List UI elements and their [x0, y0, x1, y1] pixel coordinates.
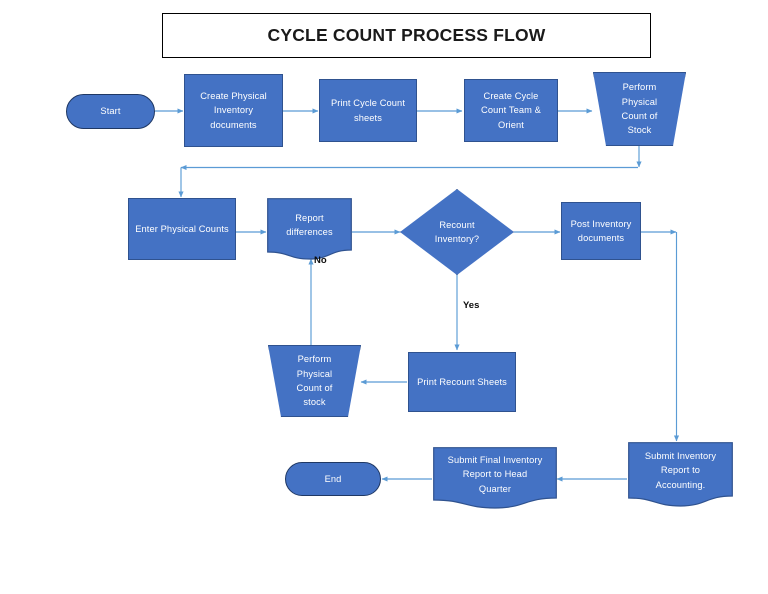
node-print-cycle-count-sheets[interactable]: Print Cycle Count sheets	[319, 79, 417, 142]
node-label: Enter Physical Counts	[135, 223, 229, 234]
node-enter-physical-counts[interactable]: Enter Physical Counts	[128, 198, 236, 260]
node-perform-physical-count-of-stock-1[interactable]: Perform Physical Count of Stock	[593, 72, 686, 146]
node-submit-final-inventory-report-to-head-quarter[interactable]: Submit Final Inventory Report to Head Qu…	[433, 447, 557, 509]
document-shape	[628, 442, 733, 507]
edge-label-no: No	[314, 255, 327, 266]
document-shape	[267, 198, 352, 260]
node-label: Create Cycle Count Team & Orient	[481, 90, 541, 130]
node-report-differences[interactable]: Report differences	[267, 198, 352, 260]
node-submit-inventory-report-to-accounting[interactable]: Submit Inventory Report to Accounting.	[628, 442, 733, 507]
node-post-inventory-documents[interactable]: Post Inventory documents	[561, 202, 641, 260]
node-recount-inventory-decision[interactable]: Recount Inventory?	[400, 189, 514, 275]
node-create-physical-inventory-documents[interactable]: Create Physical Inventory documents	[184, 74, 283, 147]
diamond-shape	[400, 189, 514, 275]
node-create-cycle-count-team-orient[interactable]: Create Cycle Count Team & Orient	[464, 79, 558, 142]
node-print-recount-sheets[interactable]: Print Recount Sheets	[408, 352, 516, 412]
diagram-title-box: CYCLE COUNT PROCESS FLOW	[162, 13, 651, 58]
node-perform-physical-count-of-stock-2[interactable]: Perform Physical Count of stock	[268, 345, 361, 417]
node-start[interactable]: Start	[66, 94, 155, 129]
node-label: Create Physical Inventory documents	[200, 90, 267, 130]
document-shape	[433, 447, 557, 509]
trapezoid-shape	[268, 345, 361, 417]
node-label: Print Cycle Count sheets	[330, 98, 406, 123]
page-title: CYCLE COUNT PROCESS FLOW	[267, 25, 546, 45]
node-label: End	[324, 473, 342, 484]
node-label: Print Recount Sheets	[417, 376, 507, 387]
node-end[interactable]: End	[285, 462, 381, 496]
node-label: Post Inventory documents	[570, 218, 632, 243]
node-label: Start	[100, 106, 121, 117]
trapezoid-shape	[593, 72, 686, 146]
edge-label-yes: Yes	[463, 300, 480, 311]
